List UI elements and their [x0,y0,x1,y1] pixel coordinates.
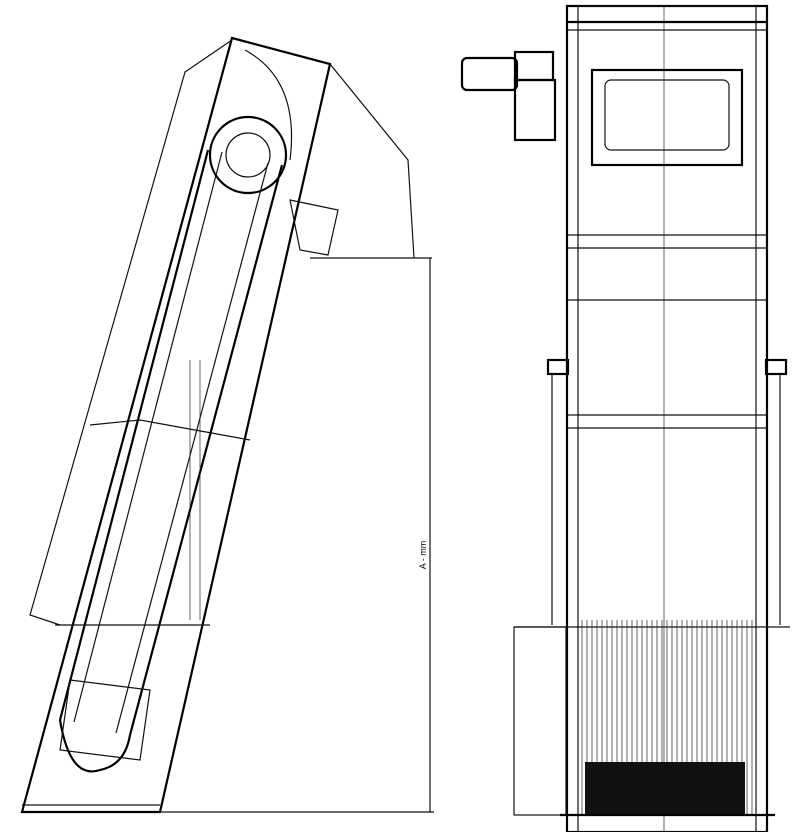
dimension-label: A - mm [418,541,428,570]
chain-left [58,149,223,723]
front-view [460,4,790,832]
drive-sprocket [208,115,288,195]
screen-bottom-dense [585,762,745,815]
pivot-right [764,358,788,376]
screen-bars [581,620,753,815]
channel-wall [513,626,567,816]
pivot-left [546,358,570,376]
bottom-plate [59,679,151,761]
gear-housing [513,78,557,142]
gearbox [513,50,555,82]
chain-right [115,162,284,736]
discharge-chute [289,199,339,256]
mid-bracket [89,419,251,441]
scraper-arc [244,49,293,161]
motor [460,56,519,92]
side-view: A - mm [20,36,434,814]
hood-outline [329,63,415,259]
discharge-opening [590,68,744,167]
casing-outline [29,39,233,626]
bottom-chain-loop [58,719,132,773]
